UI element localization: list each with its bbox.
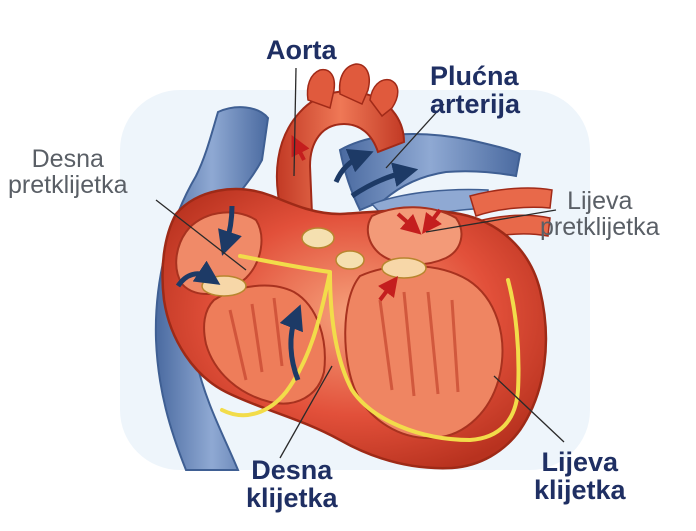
label-aorta-text: Aorta [266,36,337,64]
label-aorta: Aorta [266,36,337,64]
label-desna-pretklijetka: Desna pretklijetka [8,146,128,199]
label-lijeva-kl-line2: klijetka [534,476,626,504]
label-desna-kl-line2: klijetka [246,484,338,512]
label-desna-pk-line1: Desna [8,146,128,172]
label-desna-klijetka: Desna klijetka [246,456,338,513]
label-desna-pk-line2: pretklijetka [8,172,128,198]
label-plucna-line2: arterija [430,90,520,118]
label-plucna-line1: Plućna [430,62,520,90]
left-atrium-cavity [368,207,462,264]
label-lijeva-pk-line1: Lijeva [540,188,660,214]
label-lijeva-klijetka: Lijeva klijetka [534,448,626,505]
label-lijeva-pk-line2: pretklijetka [540,214,660,240]
label-plucna-arterija: Plućna arterija [430,62,520,119]
left-ventricle-cavity [345,266,502,438]
label-lijeva-kl-line1: Lijeva [534,448,626,476]
label-desna-kl-line1: Desna [246,456,338,484]
label-lijeva-pretklijetka: Lijeva pretklijetka [540,188,660,241]
